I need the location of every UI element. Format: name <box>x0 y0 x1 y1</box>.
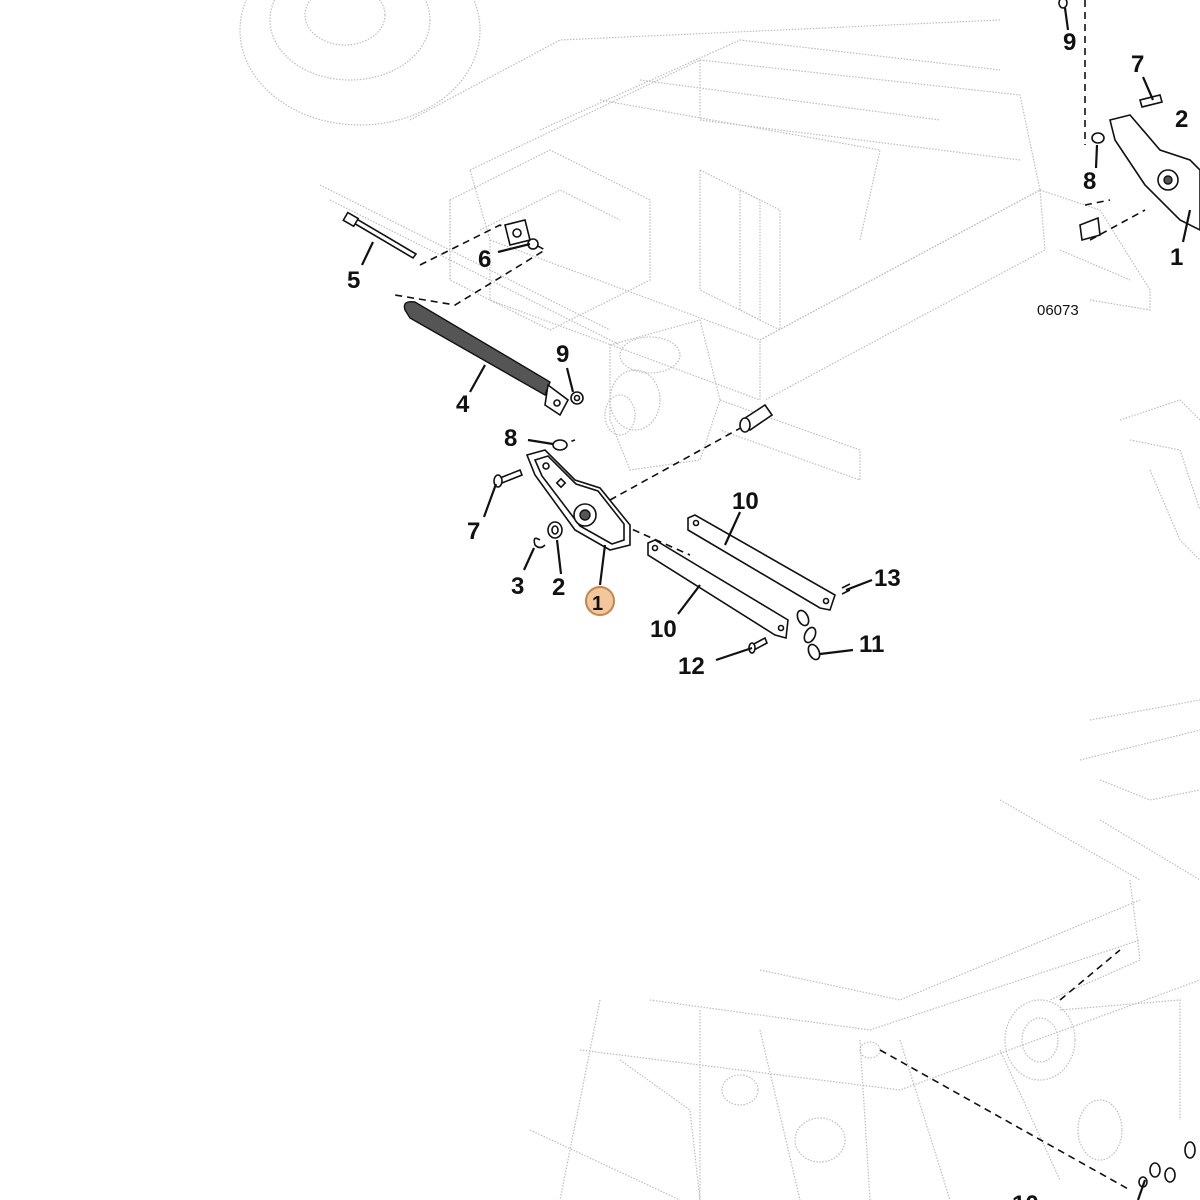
callout-1-right[interactable]: 1 <box>1170 244 1183 271</box>
part-2-washer <box>547 521 563 539</box>
callouts: 5 6 4 9 8 7 3 2 1 10 10 11 12 13 9 7 2 8… <box>347 29 1188 1200</box>
bottom-right-parts <box>1138 1141 1196 1188</box>
part-5-bolt <box>342 211 418 260</box>
leader-lines <box>361 7 1192 1200</box>
frame-pin <box>739 403 774 433</box>
callout-5[interactable]: 5 <box>347 267 360 294</box>
part-8-nut <box>552 439 568 451</box>
callout-12[interactable]: 12 <box>678 653 705 680</box>
callout-10-upper[interactable]: 10 <box>732 488 759 515</box>
part-12-pin <box>748 636 769 654</box>
callout-9[interactable]: 9 <box>556 341 569 368</box>
part-3-clip <box>533 537 546 549</box>
highlight-marker[interactable] <box>585 586 615 616</box>
callout-9-right[interactable]: 9 <box>1063 29 1076 56</box>
callout-4[interactable]: 4 <box>456 391 470 418</box>
callout-13[interactable]: 13 <box>874 565 901 592</box>
part-10-upper-link <box>687 514 836 611</box>
callout-8[interactable]: 8 <box>504 425 517 452</box>
assembly-lines <box>394 0 1146 1191</box>
part-13-cotter <box>841 583 851 595</box>
callout-7-right[interactable]: 7 <box>1131 51 1144 78</box>
callout-6[interactable]: 6 <box>478 246 491 273</box>
callout-2[interactable]: 2 <box>552 574 565 601</box>
part-7-bolt <box>493 468 524 488</box>
part-9-nut <box>570 391 584 405</box>
callout-2-right[interactable]: 2 <box>1175 106 1188 133</box>
figure-number: 06073 <box>1037 302 1079 319</box>
callout-7[interactable]: 7 <box>467 518 480 545</box>
part-6-bracket <box>504 219 539 250</box>
part-1-lift-arm <box>525 449 631 551</box>
callout-1-highlighted[interactable]: 1 <box>592 593 603 615</box>
callout-10-lower[interactable]: 10 <box>650 616 677 643</box>
callout-11[interactable]: 11 <box>859 631 884 658</box>
callout-8-right[interactable]: 8 <box>1083 168 1096 195</box>
callout-3[interactable]: 3 <box>511 573 524 600</box>
background-frame <box>239 0 1200 1200</box>
callout-10-bottom[interactable]: 10 <box>1012 1191 1039 1200</box>
part-10-lower-link <box>647 539 789 640</box>
right-side-arm <box>1058 0 1200 242</box>
part-11-chain <box>796 609 821 661</box>
part-4-spring <box>403 300 570 417</box>
